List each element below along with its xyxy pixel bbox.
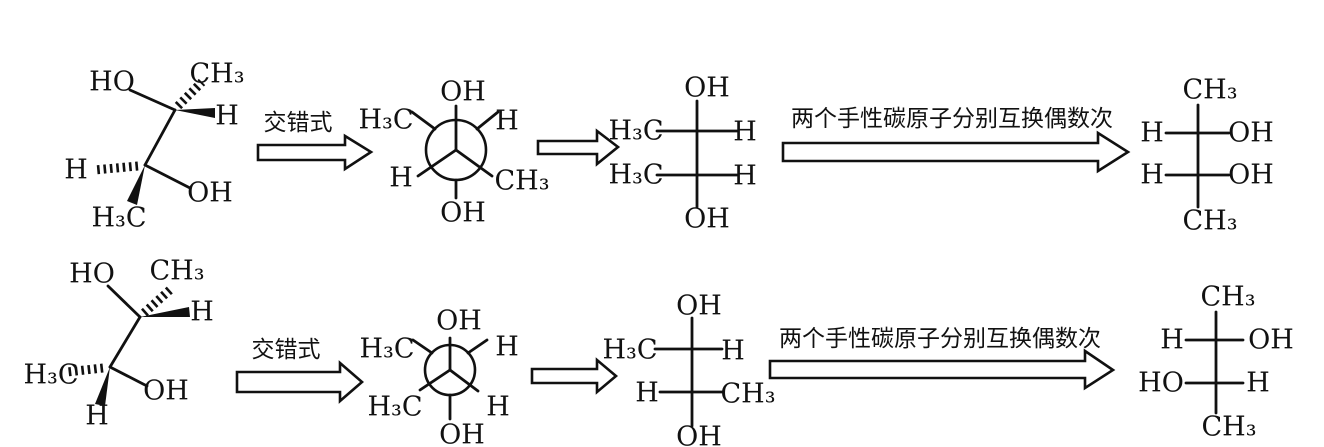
atom-label-h: H (1140, 118, 1164, 149)
front-bond-lower-left (418, 368, 452, 392)
bond-c2-c3 (143, 108, 177, 167)
bond-c3-oh (108, 365, 149, 388)
row1-newman-projection: OH H₃C H H CH₃ OH (358, 77, 549, 229)
bond-ho-c2 (106, 284, 142, 319)
bond-c3-oh (143, 163, 192, 190)
atom-label-h3c: H₃C (358, 105, 413, 136)
atom-label-h: H (215, 101, 239, 132)
atom-label-h: H (733, 117, 757, 148)
atom-label-ch3: CH₃ (149, 256, 204, 287)
front-bond-lower-left (416, 148, 458, 178)
hashed-bond-c3-h (93, 161, 139, 175)
swap-label: 两个手性碳原子分别互换偶数次 (791, 106, 1113, 132)
atom-label-oh: OH (676, 291, 722, 322)
atom-label-oh: OH (1228, 118, 1274, 149)
atom-label-h3c: H₃C (608, 160, 663, 191)
wedge-bond-c3-h3c (127, 165, 145, 205)
row2-staggered-arrow: 交错式 (235, 337, 364, 404)
atom-label-h: H (721, 336, 745, 367)
atom-label-ch3: CH₃ (720, 379, 775, 410)
atom-label-h: H (85, 401, 109, 432)
atom-label-oh: OH (143, 376, 189, 407)
row2-wedge-structure: HO CH₃ H H₃C OH H (23, 256, 213, 432)
staggered-label: 交错式 (264, 110, 333, 136)
atom-label-ch3: CH₃ (494, 166, 549, 197)
staggered-label: 交错式 (252, 337, 321, 363)
wedge-bond-c3-h (95, 367, 110, 406)
row1-fischer-projection: OH H₃C H H₃C H OH (608, 73, 756, 235)
bond-ho-c2 (128, 88, 177, 112)
row2-swap-arrow: 两个手性碳原子分别互换偶数次 (768, 326, 1116, 391)
atom-label-h3c: H₃C (23, 360, 78, 391)
atom-label-h: H (389, 163, 413, 194)
atom-label-ch3: CH₃ (1200, 282, 1255, 313)
row1-swap-arrow: 两个手性碳原子分别互换偶数次 (781, 106, 1131, 174)
atom-label-ch3: CH₃ (189, 59, 244, 90)
atom-label-h: H (1246, 368, 1270, 399)
row1-block-arrow-icon (536, 128, 621, 167)
block-arrow-icon (235, 360, 364, 404)
row1-staggered-arrow: 交错式 (256, 110, 374, 172)
back-bond-upper-right (466, 338, 489, 355)
atom-label-oh: OH (684, 204, 730, 235)
atom-label-ho: HO (1138, 368, 1184, 399)
wedge-bond-c2-h (140, 307, 190, 317)
atom-label-h: H (190, 297, 214, 328)
atom-label-h3c: H₃C (608, 116, 663, 147)
atom-label-ch3: CH₃ (1201, 412, 1256, 443)
front-bond-lower-right (448, 368, 480, 393)
atom-label-oh: OH (436, 306, 482, 337)
atom-label-oh: OH (1228, 160, 1274, 191)
back-bond-upper-left (410, 110, 437, 131)
atom-label-h3c: H₃C (367, 392, 422, 423)
atom-label-oh: OH (187, 178, 233, 209)
atom-label-h3c: H₃C (91, 203, 146, 234)
atom-label-oh: OH (440, 198, 486, 229)
atom-label-h3c: H₃C (359, 334, 414, 365)
atom-label-oh: OH (676, 422, 722, 447)
atom-label-h: H (495, 106, 519, 137)
atom-label-ho: HO (69, 259, 115, 290)
atom-label-oh: OH (440, 77, 486, 108)
atom-label-ho: HO (89, 67, 135, 98)
front-bond-lower-right (454, 148, 494, 178)
row2-fischer-final: CH₃ H OH HO H CH₃ (1138, 282, 1294, 443)
long-block-arrow-icon (781, 130, 1131, 174)
row2-block-arrow-icon (530, 357, 619, 395)
back-bond-upper-left (411, 338, 434, 355)
wedge-bond-c2-h (175, 108, 215, 118)
swap-label: 两个手性碳原子分别互换偶数次 (779, 326, 1101, 352)
atom-label-h: H (486, 392, 510, 423)
row1-wedge-structure: HO CH₃ H H OH H₃C (64, 59, 244, 234)
atom-label-h: H (1160, 325, 1184, 356)
atom-label-h: H (64, 155, 88, 186)
atom-label-ch3: CH₃ (1182, 75, 1237, 106)
row1-fischer-final: CH₃ H OH H OH CH₃ (1140, 75, 1274, 237)
bond-c2-c3 (108, 315, 142, 369)
atom-label-h: H (1140, 160, 1164, 191)
atom-label-oh: OH (1248, 325, 1294, 356)
hashed-bond-c2-ch3 (141, 284, 175, 317)
back-bond-upper-right (475, 110, 500, 131)
atom-label-h: H (495, 332, 519, 363)
atom-label-oh: OH (439, 420, 485, 447)
row2-newman-projection: OH H₃C H H₃C H OH (359, 306, 518, 447)
block-arrow-icon (256, 133, 374, 172)
atom-label-ch3: CH₃ (1182, 206, 1237, 237)
atom-label-h: H (733, 161, 757, 192)
atom-label-oh: OH (684, 73, 730, 104)
row2-fischer-projection: OH H₃C H H CH₃ OH (602, 291, 775, 447)
long-block-arrow-icon (768, 348, 1116, 391)
atom-label-h: H (635, 378, 659, 409)
atom-label-h3c: H₃C (602, 335, 657, 366)
